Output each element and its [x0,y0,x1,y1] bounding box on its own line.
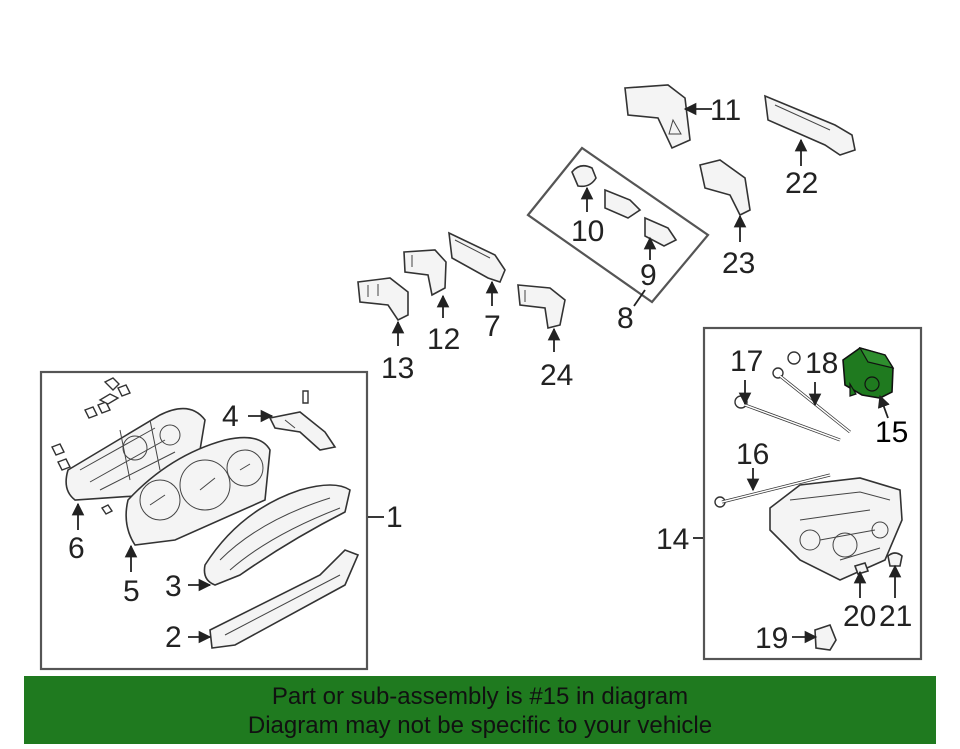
label-1: 1 [386,501,403,534]
label-20: 20 [843,600,876,633]
leader-lines [71,102,902,644]
label-15-highlighted: 15 [875,416,908,449]
label-22: 22 [785,167,818,200]
label-14: 14 [656,523,689,556]
part-15-actuator-highlighted[interactable] [842,347,895,399]
control-group-box [702,326,923,661]
label-17: 17 [730,345,763,378]
part-19-knob[interactable] [814,624,837,651]
part-13-switch[interactable] [357,277,409,322]
label-5: 5 [123,575,140,608]
label-23: 23 [722,247,755,280]
label-16: 16 [736,438,769,471]
cluster-group-box [39,370,369,671]
part-6-small-fasteners [51,377,131,515]
part-24-switch[interactable] [517,284,566,329]
part-20-clip[interactable] [853,562,870,575]
part-10-socket[interactable] [571,164,642,219]
part-5-gauge-plate[interactable] [125,436,271,546]
label-6: 6 [68,532,85,565]
label-9: 9 [640,259,657,292]
part-8-group-box [526,146,710,304]
label-7: 7 [484,310,501,343]
label-21: 21 [879,600,912,633]
part-6-cluster-housing[interactable] [65,407,206,501]
part-14-control-unit[interactable] [769,477,903,581]
part-12-switch[interactable] [403,249,447,297]
label-10: 10 [571,215,604,248]
label-12: 12 [427,323,460,356]
part-4-bracket[interactable] [268,411,337,451]
part-23-switch[interactable] [699,159,751,217]
part-2-trim-bezel[interactable] [209,549,360,649]
part-16-cable[interactable] [714,473,831,508]
info-banner: Part or sub-assembly is #15 in diagram D… [24,676,936,744]
label-8: 8 [617,302,634,335]
banner-line-disclaimer: Diagram may not be specific to your vehi… [247,712,713,739]
label-2: 2 [165,621,182,654]
label-11: 11 [710,94,741,127]
label-19: 19 [755,622,788,655]
part-21-clip[interactable] [887,552,903,567]
part-11-switch[interactable] [624,84,691,150]
part-4-screw [302,390,309,404]
label-18: 18 [805,347,838,380]
part-3-lens[interactable] [203,484,351,586]
label-3: 3 [165,570,182,603]
label-13: 13 [381,352,414,385]
label-24: 24 [540,359,573,392]
banner-line-part: Part or sub-assembly is #15 in diagram [271,683,689,710]
part-7-switch[interactable] [448,231,506,283]
part-17-cable[interactable] [734,395,841,442]
part-22-switch[interactable] [764,94,856,156]
label-4: 4 [222,400,239,433]
